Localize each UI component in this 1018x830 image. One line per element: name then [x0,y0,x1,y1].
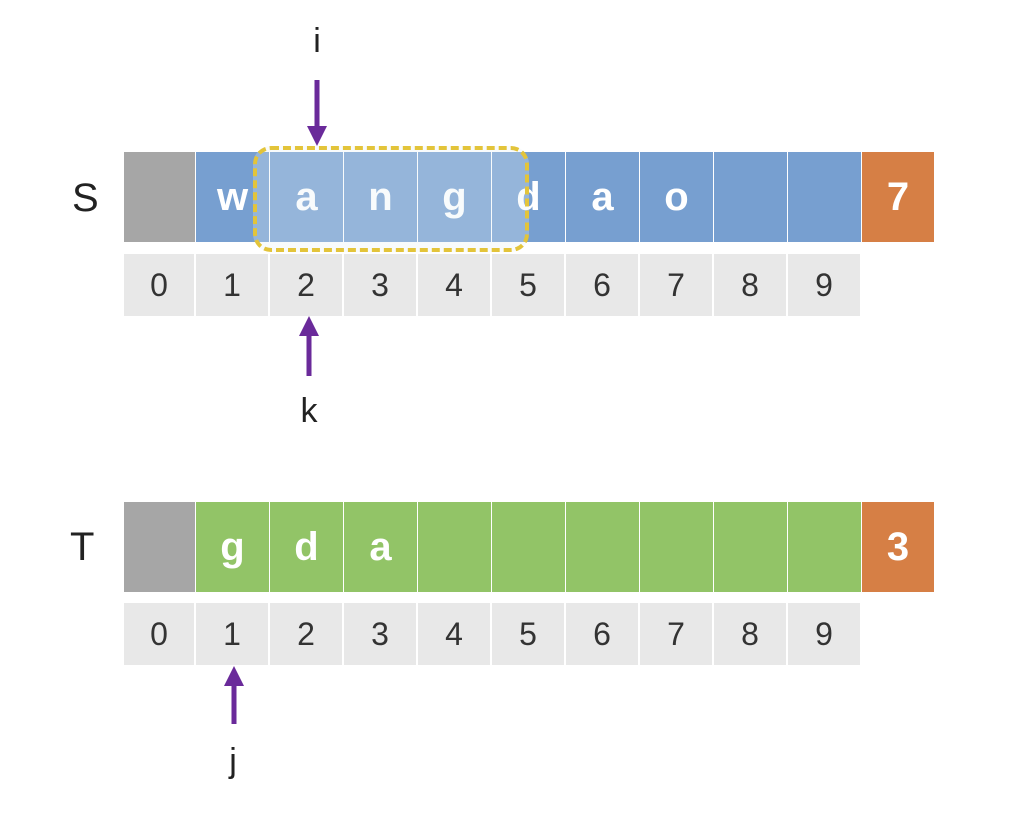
t-index-cell: 6 [566,603,640,665]
t-char-cell [418,502,492,592]
t-char-cell: d [270,502,344,592]
t-char-cell [640,502,714,592]
s-char-cell: a [270,152,344,242]
s-index-cell: 7 [640,254,714,316]
s-char-cell: w [196,152,270,242]
t-index-cell: 2 [270,603,344,665]
s-char-cell: n [344,152,418,242]
t-char-cell: g [196,502,270,592]
s-char-cell [788,152,862,242]
pointer-j-arrow-icon [224,666,244,724]
t-length-cell: 3 [862,502,934,592]
substring-highlight-box [253,146,529,252]
s-index-cell: 0 [124,254,196,316]
s-index-cell: 9 [788,254,862,316]
s-array-cells: w a n g d a o 7 [124,152,934,242]
s-index-cell: 5 [492,254,566,316]
s-char-cell: a [566,152,640,242]
t-index-cell: 1 [196,603,270,665]
t-char-cell [788,502,862,592]
t-char-cell: a [344,502,418,592]
t-index-cell: 8 [714,603,788,665]
s-index-row: 0 1 2 3 4 5 6 7 8 9 [124,254,862,316]
s-index-cell: 6 [566,254,640,316]
pointer-k-label: k [300,392,318,430]
t-index-cell: 9 [788,603,862,665]
t-char-cell [714,502,788,592]
t-index-cell: 7 [640,603,714,665]
t-index-cell: 5 [492,603,566,665]
s-index-cell: 1 [196,254,270,316]
pointer-k-arrow-icon [299,316,319,376]
pointer-j-label: j [229,742,237,780]
t-char-cell [492,502,566,592]
t-index-cell: 3 [344,603,418,665]
pointer-i-arrow-icon [307,80,327,146]
s-char-cell: g [418,152,492,242]
t-array-cells: g d a 3 [124,502,934,592]
t-reserved-cell [124,502,196,592]
t-array-label: T [70,525,95,569]
s-char-cell: o [640,152,714,242]
s-index-cell: 4 [418,254,492,316]
s-reserved-cell [124,152,196,242]
s-char-cell [714,152,788,242]
pointer-i-label: i [313,22,321,60]
t-index-cell: 0 [124,603,196,665]
t-index-row: 0 1 2 3 4 5 6 7 8 9 [124,603,862,665]
s-length-cell: 7 [862,152,934,242]
t-index-cell: 4 [418,603,492,665]
t-char-cell [566,502,640,592]
s-index-cell: 2 [270,254,344,316]
s-index-cell: 3 [344,254,418,316]
s-array-label: S [72,176,99,220]
s-index-cell: 8 [714,254,788,316]
